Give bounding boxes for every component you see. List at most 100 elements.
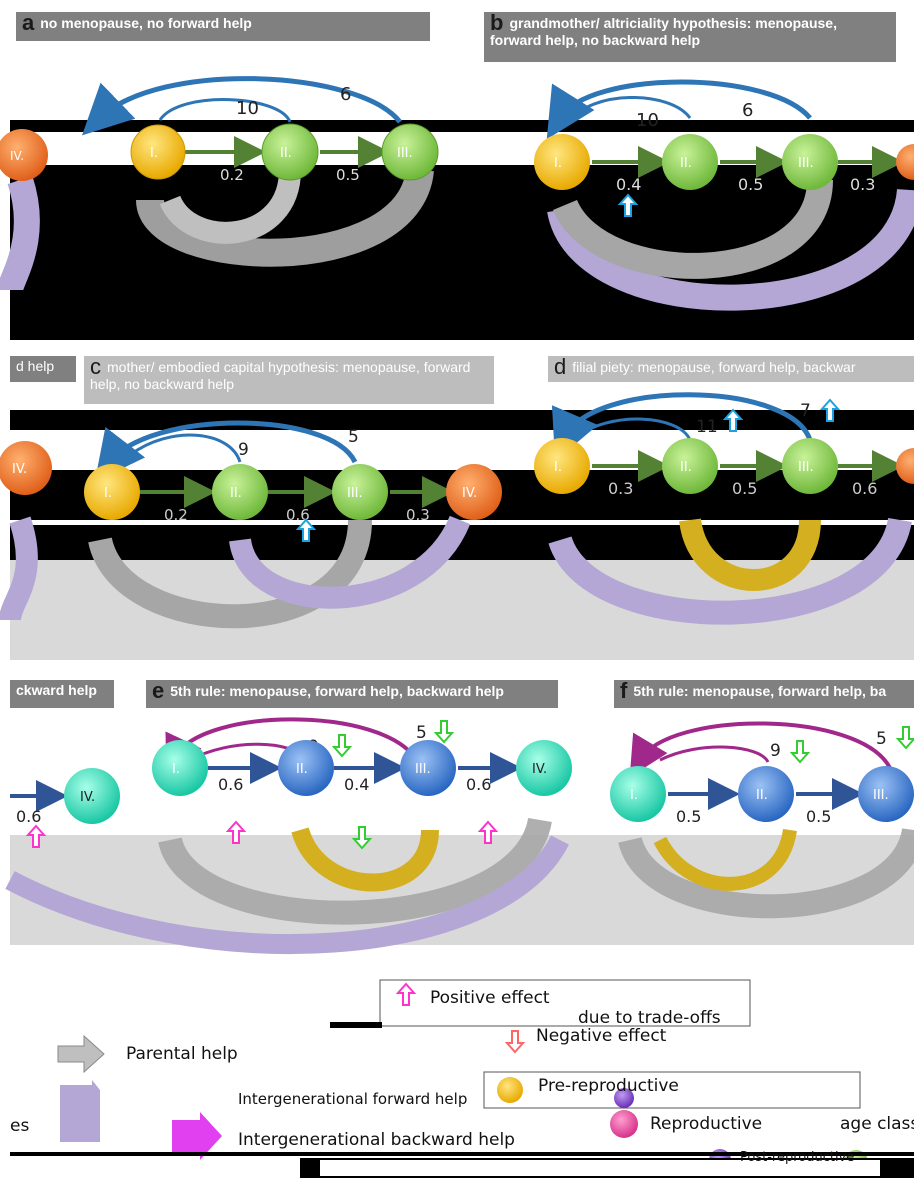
- node-label: IV.: [532, 762, 547, 777]
- transition-rate: 0.5: [336, 166, 360, 184]
- transition-rate: 0.3: [406, 506, 430, 524]
- fertility-arc: [81, 76, 402, 136]
- node-post-reproductive: [896, 448, 914, 484]
- fertility-value: 11: [696, 417, 718, 437]
- transition-rate: 0.5: [806, 807, 831, 826]
- fertility-arc: [659, 745, 770, 763]
- backward-help-arrow: [653, 828, 797, 891]
- legend-bg: [10, 1020, 914, 1080]
- node-label: I.: [172, 762, 180, 777]
- negative-effect-icon: [789, 740, 811, 764]
- legend-backward-label: Intergenerational backward help: [238, 1130, 515, 1150]
- positive-effect-icon: [617, 193, 639, 217]
- transition-rate: 0.2: [164, 506, 188, 524]
- node-pre-reproductive: [152, 740, 208, 796]
- legend-forward-label: Intergenerational forward help: [238, 1090, 468, 1108]
- positive-effect-icon: [819, 398, 841, 422]
- negative-effect-icon: [895, 726, 914, 750]
- backward-help-icon: [172, 1112, 222, 1160]
- transition-rate: 0.6: [16, 807, 41, 826]
- node-reproductive: [662, 438, 718, 494]
- panel-e-stub: ckward help: [10, 680, 114, 708]
- node-post-reproductive: [896, 144, 914, 180]
- node-label: III.: [873, 788, 889, 803]
- legend-post-label: Post-reproductive: [740, 1150, 855, 1165]
- node-reproductive: [782, 438, 838, 494]
- fertility-arc: [94, 420, 358, 482]
- fertility-arc: [552, 392, 813, 461]
- transition-rate: 0.5: [732, 479, 757, 498]
- positive-effect-icon: [395, 982, 417, 1006]
- transition-rate: 0.3: [608, 479, 633, 498]
- forward-help-arrow: [5, 835, 569, 954]
- forward-help-arrow: [229, 515, 471, 609]
- glitch-band: [330, 1022, 382, 1028]
- fertility-value: 9: [770, 741, 781, 761]
- node-label: I.: [554, 460, 562, 475]
- transition-rate: 0.5: [738, 175, 763, 194]
- negative-effect-icon: [433, 720, 455, 744]
- fertility-arc: [629, 721, 892, 778]
- node-reproductive: [662, 134, 718, 190]
- node-label: II.: [230, 486, 242, 501]
- node-label: IV.: [10, 149, 24, 163]
- fertility-arc: [568, 96, 692, 123]
- parental-help-arrow: [159, 169, 301, 244]
- legend-parental-label: Parental help: [126, 1044, 238, 1064]
- fertility-value: 9: [238, 440, 249, 460]
- negative-effect-icon: [331, 734, 353, 758]
- transition-rate: 0.6: [466, 775, 491, 794]
- node-label: I.: [554, 156, 562, 171]
- glitch-band: [10, 1152, 914, 1156]
- fertility-value: 6: [742, 100, 753, 121]
- parental-help-icon: [57, 1034, 105, 1074]
- forward-help-arrow: [547, 188, 914, 311]
- negative-effect-icon: [504, 1030, 526, 1054]
- node-pre-reproductive: [534, 438, 590, 494]
- fertility-value: 6: [340, 84, 351, 105]
- node-reproductive: [278, 740, 334, 796]
- legend-ageclass-label: age class: [840, 1114, 914, 1134]
- node-reproductive: [858, 766, 914, 822]
- fertility-arc: [158, 98, 292, 123]
- positive-effect-icon: [477, 820, 499, 844]
- node-label: III.: [415, 762, 431, 777]
- legend-positive-label: Positive effect: [430, 988, 550, 1008]
- reproductive-icon: [614, 1088, 634, 1108]
- negative-effect-icon: [351, 826, 373, 850]
- transition-rate: 0.3: [850, 175, 875, 194]
- node-label: II.: [280, 146, 292, 161]
- fertility-value: 5: [416, 723, 427, 743]
- node-label: I.: [104, 486, 112, 501]
- legend-tradeoffs-label: due to trade-offs: [578, 1008, 721, 1028]
- node-label: I.: [630, 788, 638, 803]
- node-pre-reproductive: [130, 124, 186, 180]
- forward-help-arrow: [0, 516, 38, 622]
- backward-help-arrow: [291, 826, 439, 892]
- transition-rate: 0.6: [852, 479, 877, 498]
- fertility-arc: [546, 79, 812, 140]
- positive-effect-icon: [225, 820, 247, 844]
- node-pre-reproductive: [534, 134, 590, 190]
- fertility-value: 5: [876, 729, 887, 749]
- node-reproductive: [400, 740, 456, 796]
- forward-help-icon: [60, 1080, 100, 1142]
- fertility-value: 10: [236, 98, 259, 119]
- transition-rate: 0.5: [676, 807, 701, 826]
- node-label: IV.: [462, 486, 477, 501]
- node-pre-reproductive: [84, 464, 140, 520]
- node-label: II.: [680, 156, 692, 171]
- transition-rate: 0.6: [218, 775, 243, 794]
- node-label: II.: [296, 762, 308, 777]
- positive-effect-icon: [722, 408, 744, 432]
- glitch-band: [10, 120, 914, 132]
- legend-left-stub: es: [10, 1116, 30, 1136]
- backward-help-arrow: [679, 517, 821, 591]
- forward-help-arrow: [548, 517, 912, 625]
- fertility-value: 10: [636, 110, 659, 131]
- node-post-reproductive: [516, 740, 572, 796]
